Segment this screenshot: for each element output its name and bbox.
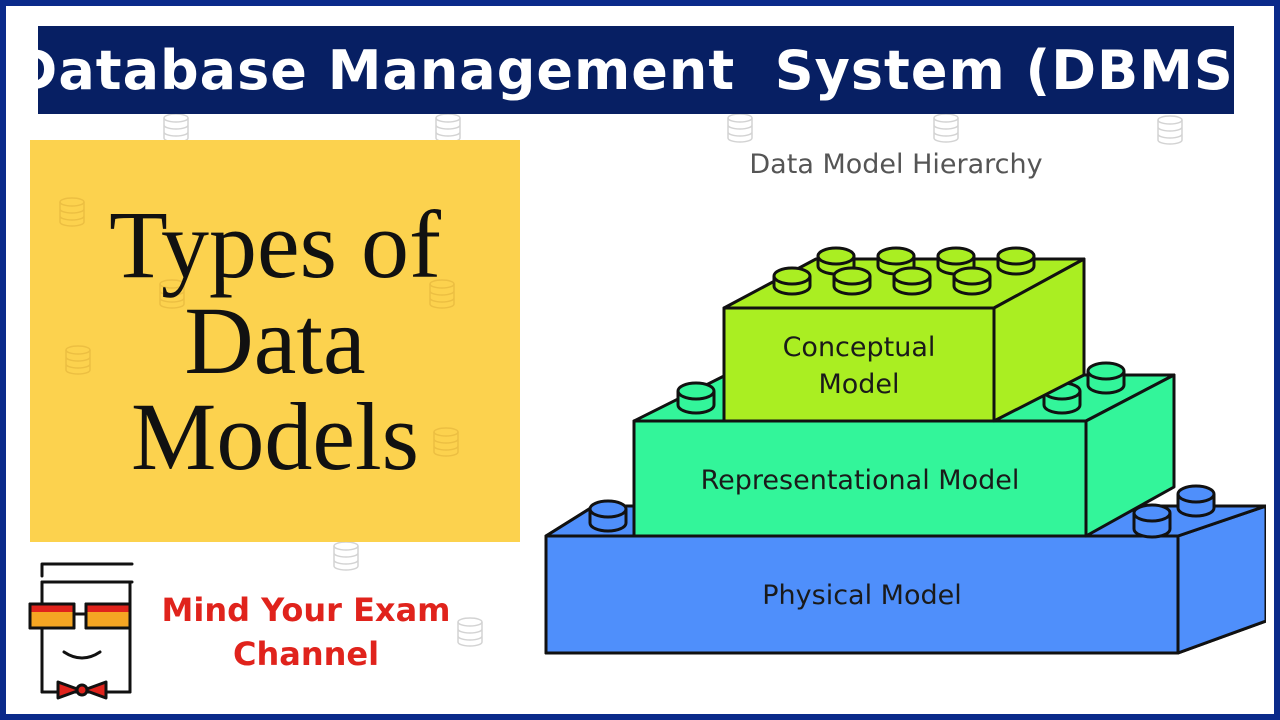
database-icon	[333, 541, 359, 571]
conceptual-model-label: Model	[818, 369, 899, 400]
database-icon	[435, 113, 461, 143]
topic-line: Models	[131, 383, 419, 490]
channel-name-line: Channel	[232, 635, 380, 673]
database-icon	[429, 279, 455, 309]
database-icon	[727, 113, 753, 143]
database-icon	[1157, 115, 1183, 145]
topic-card: Types of Data Models	[30, 140, 520, 542]
title-banner: Database Management System (DBMS)	[13, 26, 1259, 114]
stud-icon	[1176, 484, 1216, 518]
stud-icon	[676, 381, 716, 415]
channel-name-line: Mind Your Exam	[161, 591, 451, 629]
stud-icon	[1086, 361, 1126, 395]
stud-icon	[1042, 381, 1082, 415]
physical-model-brick	[544, 484, 1266, 655]
card-database-watermarks	[59, 197, 459, 457]
database-icon	[159, 279, 185, 309]
stud-icon	[996, 246, 1036, 276]
lego-hierarchy-diagram: Conceptual Model Representational Model …	[544, 246, 1266, 655]
topic-line: Data	[184, 287, 366, 394]
stud-icon	[772, 266, 812, 296]
channel-name: Mind Your Exam Channel	[156, 588, 456, 676]
database-icon	[433, 427, 459, 457]
diagram-title: Data Model Hierarchy	[749, 149, 1043, 180]
stud-icon	[588, 499, 628, 533]
stud-icon	[1132, 503, 1172, 539]
database-icon	[933, 113, 959, 143]
conceptual-model-label: Conceptual	[783, 332, 936, 363]
physical-model-label: Physical Model	[762, 580, 961, 611]
stud-icon	[952, 266, 992, 296]
database-icon	[163, 113, 189, 143]
smile-icon	[62, 650, 102, 660]
bowtie-icon	[56, 680, 108, 700]
database-icon	[59, 197, 85, 227]
background-database-icons	[163, 113, 1183, 647]
database-icon	[457, 617, 483, 647]
channel-mascot-logo	[28, 562, 134, 700]
banner-title: Database Management System (DBMS)	[12, 38, 1260, 102]
topic-line: Types of	[109, 191, 441, 298]
database-icon	[65, 345, 91, 375]
representational-model-label: Representational Model	[701, 465, 1020, 496]
stud-icon	[832, 266, 872, 296]
stud-icon	[892, 266, 932, 296]
conceptual-model-brick	[722, 246, 1086, 423]
